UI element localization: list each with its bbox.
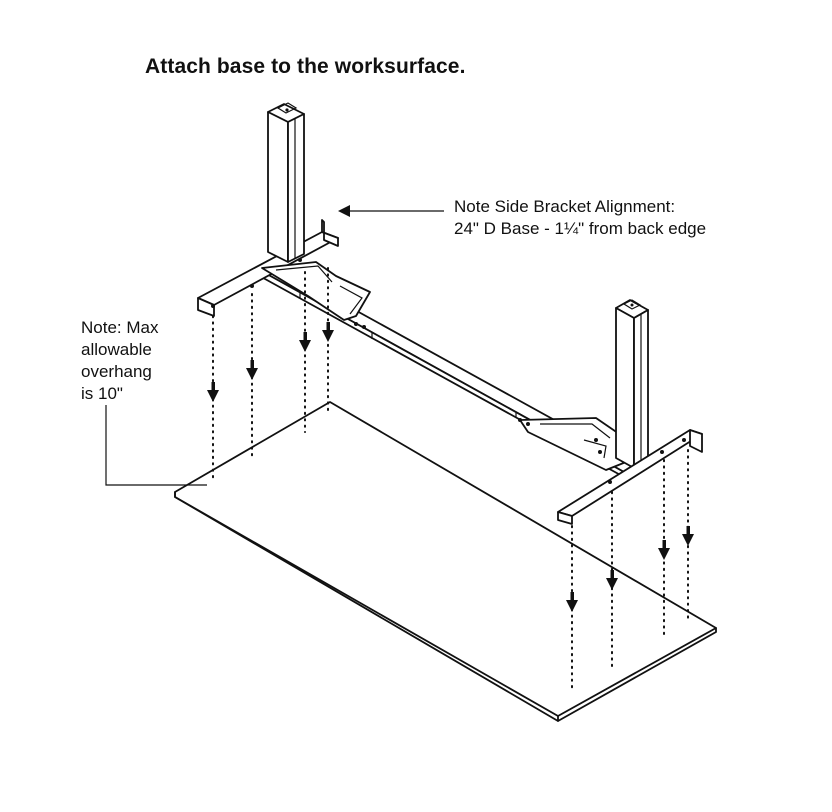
worksurface bbox=[174, 401, 717, 722]
down-arrow bbox=[606, 570, 618, 590]
down-arrow bbox=[207, 382, 219, 402]
down-arrows bbox=[207, 322, 694, 612]
overhang-note-line-4: is 10" bbox=[81, 384, 123, 403]
down-arrow bbox=[299, 332, 311, 352]
overhang-note-line-2: allowable bbox=[81, 340, 152, 359]
overhang-note: Note: Max allowable overhang is 10" bbox=[81, 317, 158, 405]
left-leg-assembly bbox=[197, 102, 371, 329]
down-arrow bbox=[246, 360, 258, 380]
bracket-note-line-2: 24" D Base - 1¼" from back edge bbox=[454, 219, 707, 238]
right-leg-assembly bbox=[518, 299, 703, 525]
down-arrow bbox=[322, 322, 334, 342]
down-arrow bbox=[658, 540, 670, 560]
bracket-alignment-note: Note Side Bracket Alignment: 24" D Base … bbox=[454, 196, 706, 240]
overhang-note-line-3: overhang bbox=[81, 362, 152, 381]
down-arrow bbox=[682, 526, 694, 546]
page-title: Attach base to the worksurface. bbox=[145, 55, 466, 78]
overhang-note-line-1: Note: Max bbox=[81, 318, 159, 337]
bracket-note-pointer bbox=[338, 205, 444, 217]
bracket-note-line-1: Note Side Bracket Alignment: bbox=[454, 197, 676, 216]
down-arrow bbox=[566, 592, 578, 612]
overhang-leader-line bbox=[105, 405, 207, 486]
